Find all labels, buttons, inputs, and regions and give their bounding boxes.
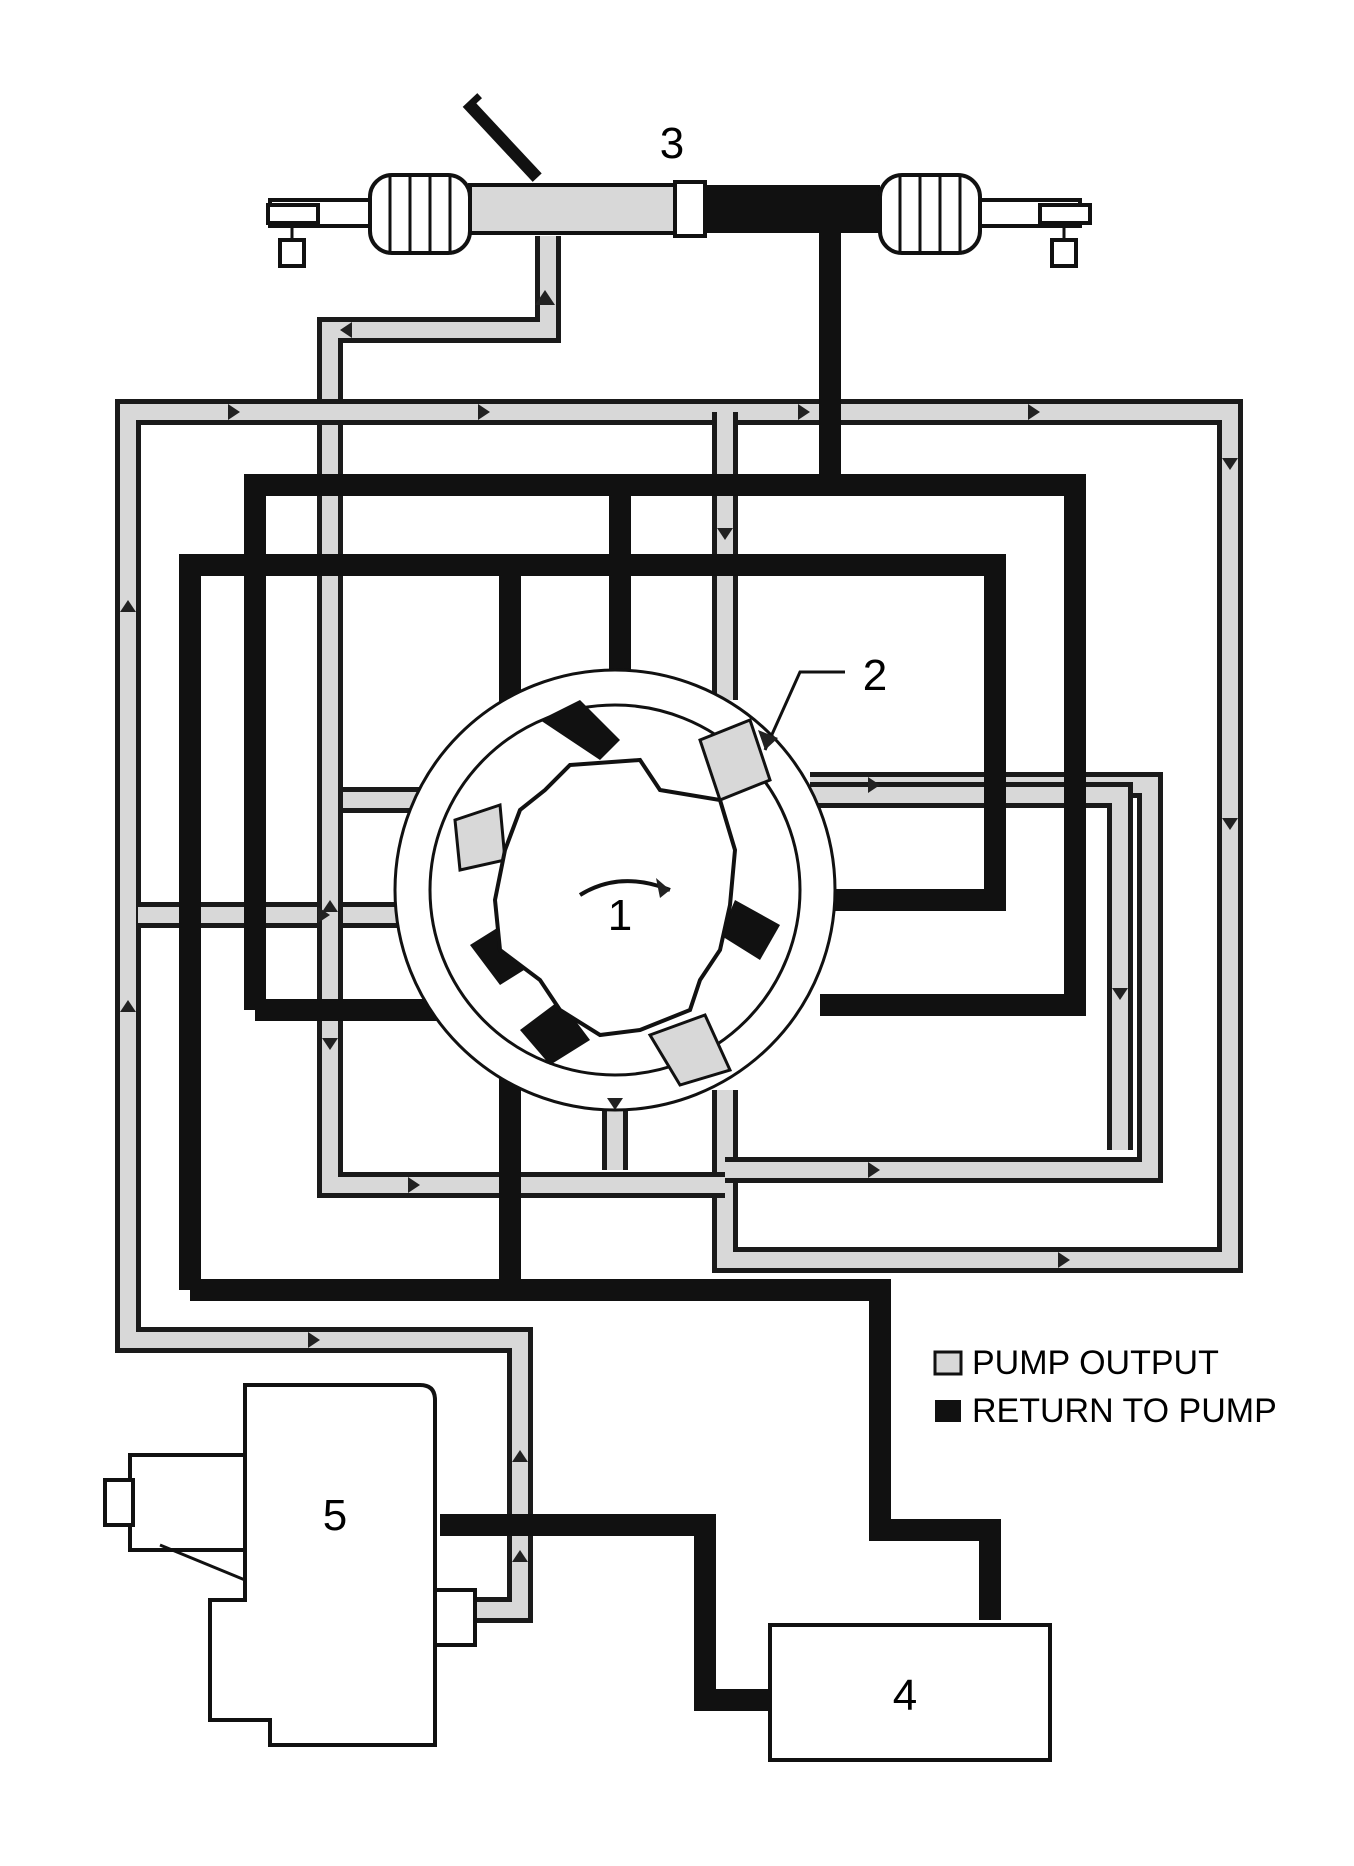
- return-line-lower-frame: [179, 554, 1006, 1290]
- callout-5: 5: [323, 1491, 347, 1540]
- flow-arrow-icon: [1222, 818, 1238, 830]
- flow-arrow-icon: [868, 777, 880, 793]
- legend-return-to-pump: RETURN TO PUMP: [935, 1392, 1277, 1430]
- flow-arrow-icon: [478, 404, 490, 420]
- flow-arrow-icon: [512, 1450, 528, 1462]
- legend-pump-output: PUMP OUTPUT: [933, 1344, 1219, 1382]
- flow-arrow-icon: [512, 1550, 528, 1562]
- flow-arrow-icon: [408, 1177, 420, 1193]
- flow-arrows: [120, 290, 1238, 1562]
- power-steering-pump: 5: [103, 1383, 477, 1747]
- steering-rack: 3: [266, 93, 1092, 268]
- pump-body: [208, 1383, 437, 1747]
- flow-arrow-icon: [717, 528, 733, 540]
- flow-arrow-icon: [120, 1000, 136, 1012]
- flow-arrow-icon: [1222, 458, 1238, 470]
- valve-rotor: [492, 757, 738, 1038]
- fluid-cooler: 4: [768, 1623, 1052, 1762]
- callout-1: 1: [608, 891, 632, 940]
- rotary-valve: 1 2: [393, 651, 887, 1112]
- return-line-main-bottom: [190, 1279, 1001, 1620]
- callout-2: 2: [863, 651, 887, 700]
- pressure-pocket-top-right: [698, 718, 772, 802]
- flow-arrow-icon: [535, 290, 555, 305]
- flow-arrow-icon: [120, 600, 136, 612]
- flow-arrow-icon: [868, 1162, 880, 1178]
- flow-arrow-icon: [1028, 404, 1040, 420]
- pump-pulley-shaft: [128, 1453, 247, 1552]
- flow-arrow-icon: [228, 404, 240, 420]
- legend-swatch-return: [935, 1400, 961, 1422]
- tie-rod-end-right: [1038, 203, 1092, 268]
- legend-label-return-to-pump: RETURN TO PUMP: [972, 1392, 1277, 1430]
- flow-arrow-icon: [318, 907, 330, 923]
- return-line-pump-to-cooler: [440, 1514, 775, 1711]
- flow-arrow-icon: [340, 322, 352, 338]
- return-pocket-right: [720, 900, 780, 960]
- callout-3: 3: [660, 119, 684, 168]
- rack-bellows-right: [878, 173, 982, 255]
- return-lines: [179, 226, 1086, 1711]
- callout-2-leader: [763, 670, 845, 751]
- flow-arrow-icon: [322, 900, 338, 912]
- return-line-upper-frame: [244, 474, 1086, 1016]
- return-pocket-top: [540, 700, 620, 760]
- cooler-body: [768, 1623, 1052, 1762]
- pressure-pocket-bottom-right: [647, 1013, 733, 1087]
- flow-arrow-icon: [798, 404, 810, 420]
- tie-rod-end-left: [266, 203, 320, 268]
- flow-arrow-icon: [1112, 988, 1128, 1000]
- flow-arrow-icon: [1058, 1252, 1070, 1268]
- rack-piston: [673, 180, 707, 238]
- rack-cylinder-right: [700, 185, 880, 233]
- return-pocket-bottom: [520, 1000, 590, 1065]
- legend-label-pump-output: PUMP OUTPUT: [972, 1344, 1219, 1382]
- rack-cylinder-left: [468, 183, 682, 235]
- flow-arrow-icon: [607, 1098, 623, 1110]
- callout-4: 4: [893, 1671, 917, 1720]
- rack-bellows-left: [368, 173, 472, 255]
- flow-arrow-icon: [322, 1038, 338, 1050]
- legend-swatch-pump-output: [933, 1350, 963, 1376]
- valve-sleeve: [428, 703, 802, 1077]
- legend: PUMP OUTPUT RETURN TO PUMP: [933, 1344, 1277, 1430]
- flow-arrow-icon: [308, 1332, 320, 1348]
- steering-column: [462, 93, 548, 182]
